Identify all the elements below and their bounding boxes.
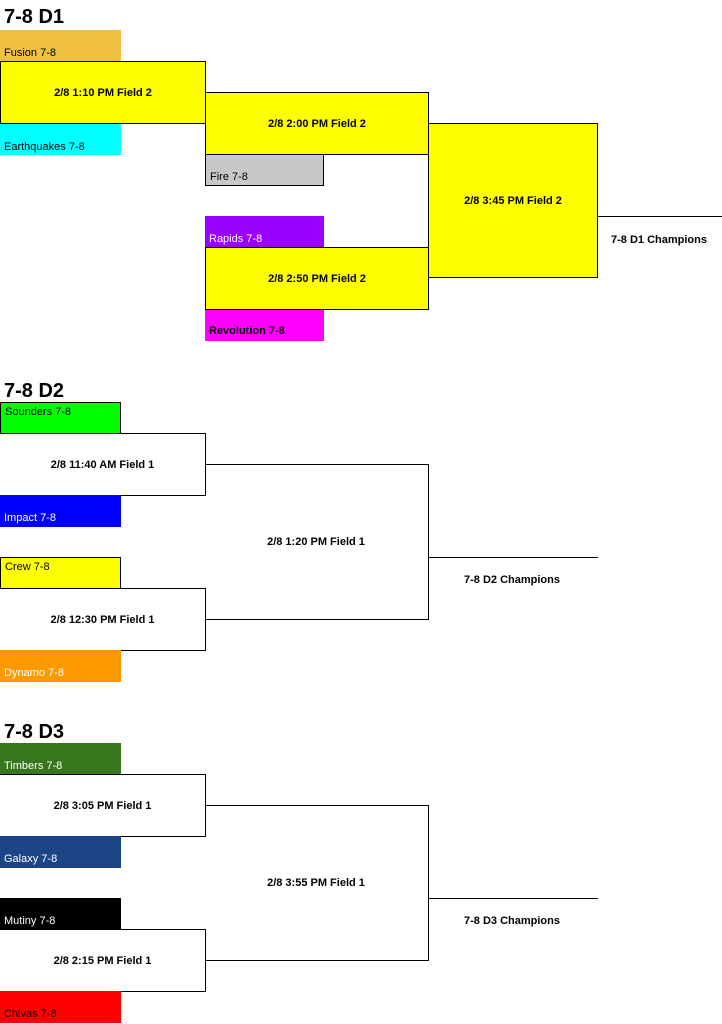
d2-title: 7-8 D2 [4,380,65,402]
team-sounders: Sounders 7-8 [0,402,121,434]
d2-champion-line [428,557,598,558]
d2-game-1: 2/8 11:40 AM Field 1 [0,433,206,496]
team-impact: Impact 7-8 [0,495,121,527]
d3-title: 7-8 D3 [4,721,65,743]
d3-final-game: 2/8 3:55 PM Field 1 [267,877,365,889]
team-mutiny: Mutiny 7-8 [0,898,121,930]
d2-champions-label: 7-8 D2 Champions [464,574,560,586]
d1-final-game: 2/8 3:45 PM Field 2 [428,123,598,278]
d1-game-1: 2/8 1:10 PM Field 2 [0,61,206,124]
team-rapids: Rapids 7-8 [205,216,324,247]
d2-final-game: 2/8 1:20 PM Field 1 [267,536,365,548]
d1-champion-line [597,216,722,217]
team-fusion: Fusion 7-8 [0,30,121,61]
team-fire: Fire 7-8 [205,154,324,186]
d2-game-2: 2/8 12:30 PM Field 1 [0,588,206,651]
d3-final-bracket [205,805,429,961]
d3-champions-label: 7-8 D3 Champions [464,915,560,927]
team-dynamo: Dynamo 7-8 [0,650,121,682]
team-chivas: Chivas 7-8 [0,991,121,1023]
d3-game-1: 2/8 3:05 PM Field 1 [0,774,206,837]
d3-game-2: 2/8 2:15 PM Field 1 [0,929,206,992]
d1-title: 7-8 D1 [4,6,65,28]
team-revolution: Revolution 7-8 [205,310,324,341]
team-crew: Crew 7-8 [0,557,121,589]
d1-game-2: 2/8 2:00 PM Field 2 [205,92,429,155]
team-timbers: Timbers 7-8 [0,743,121,775]
d1-champions-label: 7-8 D1 Champions [611,234,707,246]
team-galaxy: Galaxy 7-8 [0,836,121,868]
team-earthquakes: Earthquakes 7-8 [0,124,121,155]
d2-final-bracket [205,464,429,620]
d1-game-3: 2/8 2:50 PM Field 2 [205,247,429,310]
d3-champion-line [428,898,598,899]
